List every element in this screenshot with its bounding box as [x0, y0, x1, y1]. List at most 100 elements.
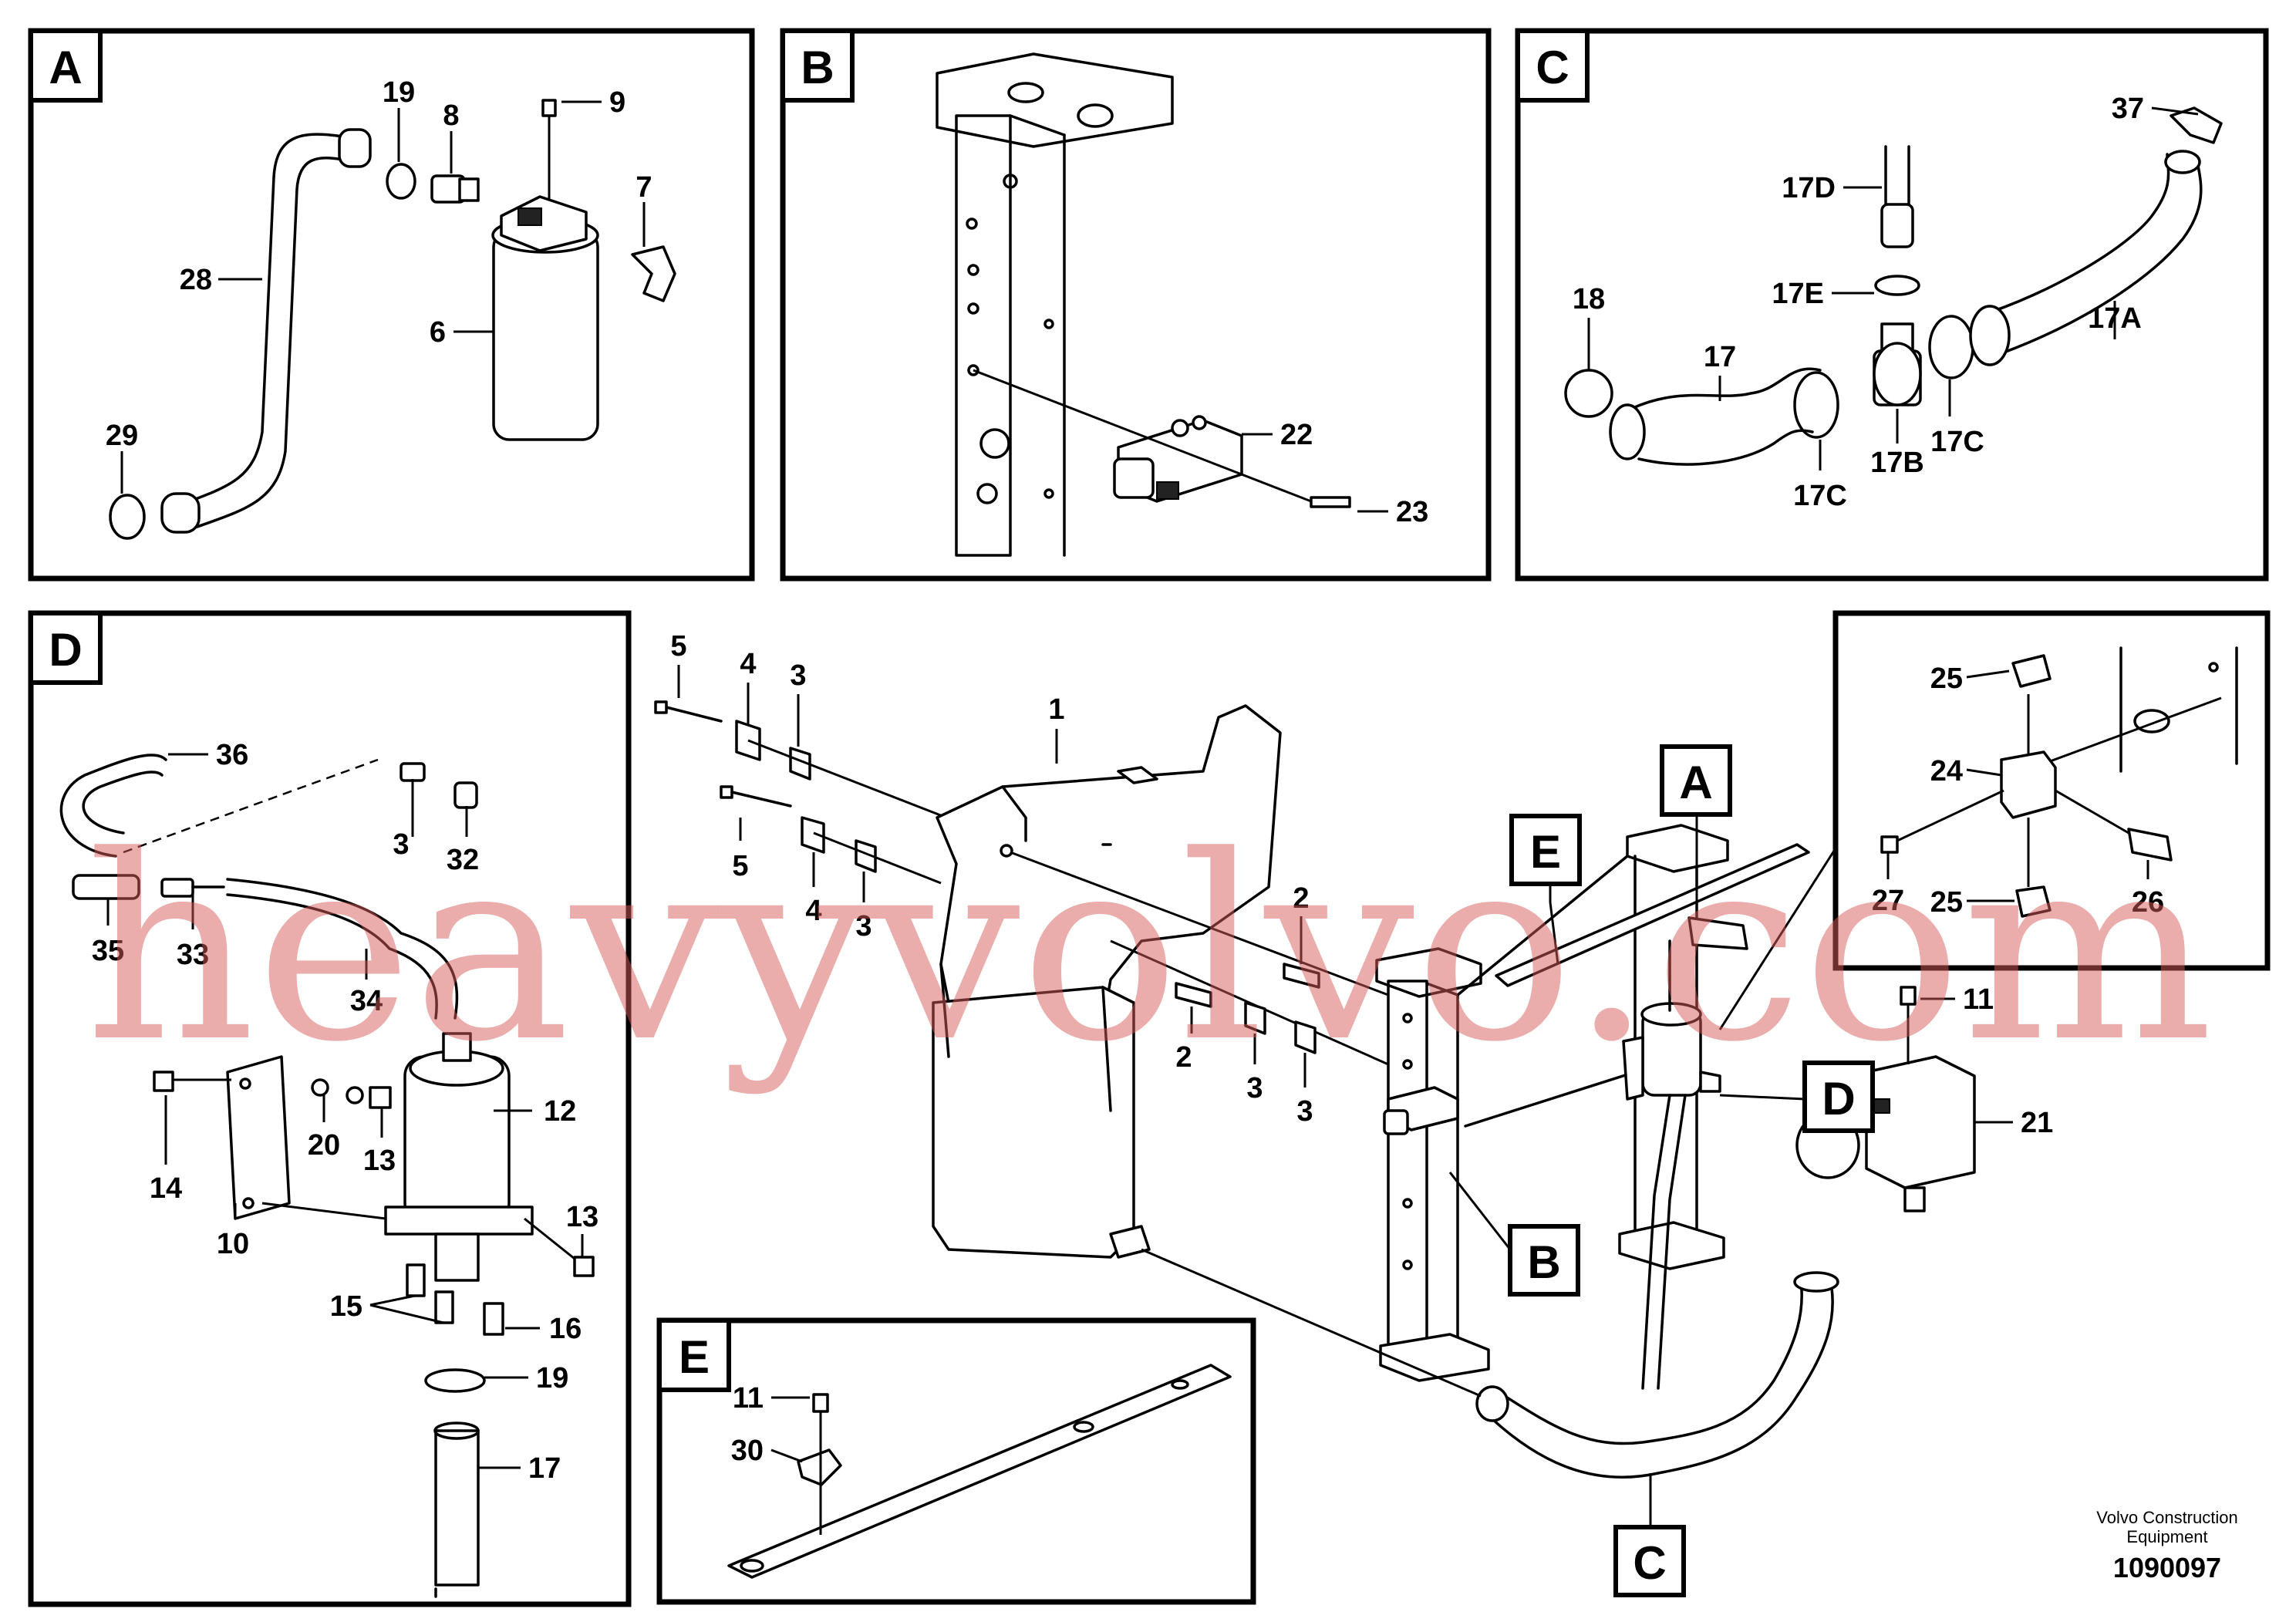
- valve-22: [1113, 415, 1243, 503]
- label-b-22: 22: [1280, 419, 1313, 451]
- footer: Volvo Construction Equipment 1090097: [2096, 1508, 2237, 1583]
- panel-b: B: [780, 28, 1492, 582]
- callout-d: D: [1802, 1061, 1875, 1133]
- panel-d: D: [28, 610, 632, 1607]
- frame: [1375, 824, 1729, 1382]
- label-m-11: 11: [1963, 983, 1994, 1016]
- callout-a: A: [1660, 744, 1732, 817]
- company-line-1: Volvo Construction: [2096, 1508, 2237, 1527]
- label-m-5-top: 5: [670, 630, 686, 663]
- label-m-21: 21: [2021, 1107, 2053, 1139]
- label-d-32: 32: [447, 844, 479, 876]
- label-d-16: 16: [549, 1313, 582, 1345]
- label-m-3-bottom: 3: [855, 910, 872, 943]
- panel-c-tag: C: [1536, 42, 1569, 93]
- label-m-3-lower-left: 3: [1246, 1072, 1263, 1104]
- nipple-8: [430, 174, 480, 204]
- main-assembly: A E D B C 5 4 3: [654, 630, 2053, 1597]
- label-a-28: 28: [180, 264, 212, 296]
- callout-b: B: [1508, 1224, 1580, 1297]
- label-d-36: 36: [216, 739, 248, 771]
- panel-b-tag: B: [801, 42, 834, 93]
- label-a-6: 6: [430, 316, 446, 349]
- label-d-19: 19: [536, 1362, 568, 1394]
- hose-17-d: [434, 1429, 480, 1587]
- label-a-8: 8: [443, 99, 459, 132]
- label-d-34: 34: [350, 985, 383, 1017]
- label-c-17d: 17D: [1782, 172, 1836, 204]
- label-a-19: 19: [383, 76, 415, 109]
- clamp-17e: [1874, 275, 1920, 296]
- bracket-10: [226, 1055, 291, 1220]
- label-c-17b: 17B: [1870, 447, 1924, 479]
- hose-28: [177, 133, 349, 507]
- label-a-29: 29: [106, 420, 138, 452]
- panel-e: E 11 30: [656, 1317, 1256, 1605]
- svg-text:E: E: [1530, 826, 1561, 878]
- panel-d-labels: 36 3 32 35 33 34 12 20 13 14 10 13 15 16…: [92, 739, 598, 1485]
- tee-17b: [1873, 322, 1922, 406]
- panel-a-labels: 19 8 9 7 28 6 29: [106, 76, 652, 452]
- panel-d-tag: D: [49, 624, 82, 676]
- line-34: [226, 878, 459, 1020]
- panel-a-tag: A: [49, 42, 82, 93]
- label-d-17: 17: [528, 1452, 561, 1485]
- svg-text:D: D: [1822, 1073, 1855, 1125]
- panel-c: C 37: [1515, 28, 2269, 582]
- mounting-bar: [727, 1364, 1232, 1579]
- label-d-12: 12: [544, 1095, 576, 1128]
- svg-text:A: A: [1679, 757, 1712, 808]
- label-a-9: 9: [609, 86, 625, 119]
- fitting-25-bottom: [2015, 885, 2052, 918]
- clamp-29: [109, 494, 146, 540]
- label-m-4-bottom: 4: [805, 895, 821, 927]
- label-c-18: 18: [1573, 283, 1605, 315]
- clamp-18: [1564, 369, 1613, 418]
- label-m-3-lower-right: 3: [1296, 1095, 1313, 1128]
- hose-17a: [1977, 153, 2203, 356]
- label-e-11: 11: [733, 1382, 764, 1415]
- label-m-2-left: 2: [1175, 1041, 1192, 1074]
- label-d-35: 35: [92, 935, 124, 967]
- label-d-20: 20: [308, 1129, 340, 1162]
- fitting-25-top: [2011, 654, 2052, 688]
- label-d-33: 33: [177, 939, 209, 971]
- svg-text:B: B: [1527, 1236, 1560, 1288]
- svg-text:C: C: [1633, 1537, 1666, 1589]
- callout-c: C: [1613, 1525, 1686, 1597]
- fitting-37: [2170, 106, 2223, 144]
- filter-6: [491, 195, 599, 441]
- valve-block-24: [2000, 750, 2057, 819]
- label-v-25-bottom: 25: [1930, 886, 1963, 919]
- label-d-14: 14: [150, 1172, 182, 1205]
- label-d-3: 3: [393, 828, 409, 861]
- label-d-13-top: 13: [363, 1145, 396, 1177]
- filter-12: [384, 1032, 534, 1282]
- label-a-7: 7: [636, 171, 652, 204]
- main-labels: 5 4 3 1 5 4 3 2 2 3 3 11 21: [670, 630, 2053, 1139]
- label-m-2-right: 2: [1293, 882, 1309, 915]
- callout-e: E: [1509, 814, 1582, 886]
- clamp-19: [386, 163, 416, 200]
- label-c-17c-left: 17C: [1793, 480, 1847, 512]
- panel-a: A 19 8: [28, 28, 755, 582]
- valve-main-b: [1383, 1086, 1459, 1135]
- label-d-15: 15: [330, 1290, 362, 1323]
- label-m-3-top: 3: [790, 659, 806, 692]
- label-d-10: 10: [217, 1228, 249, 1260]
- frame-column: [936, 52, 1174, 557]
- label-v-26: 26: [2132, 886, 2164, 919]
- hose-17: [1630, 367, 1822, 466]
- label-c-17c-right: 17C: [1930, 426, 1984, 458]
- company-line-2: Equipment: [2126, 1527, 2207, 1546]
- tank-1: [932, 704, 1282, 1259]
- hose-36: [59, 754, 167, 858]
- lower-pipe: [1491, 1279, 1834, 1479]
- label-b-23: 23: [1396, 496, 1428, 528]
- label-c-17: 17: [1704, 341, 1736, 373]
- label-c-17e: 17E: [1772, 278, 1824, 310]
- clamp-17c-left: [1793, 371, 1839, 439]
- hose-17d: [1884, 145, 1910, 214]
- panel-e-tag: E: [679, 1331, 710, 1383]
